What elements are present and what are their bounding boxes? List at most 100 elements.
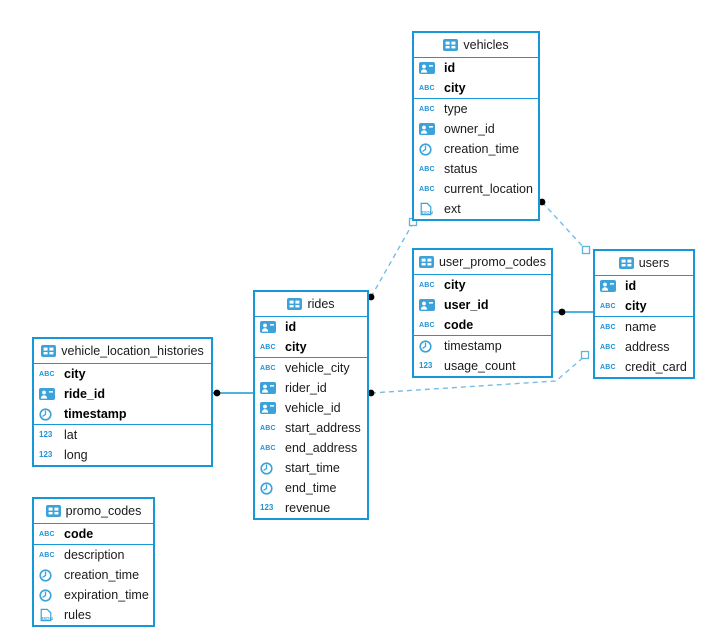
table-grid-icon: [41, 345, 57, 357]
field-row[interactable]: owner_id: [414, 119, 538, 139]
field-row[interactable]: end_time: [255, 478, 367, 498]
relation-endpoint-dot: [367, 389, 375, 397]
relation-line[interactable]: [370, 355, 586, 394]
field-name: type: [444, 102, 468, 116]
field-name: start_time: [285, 461, 340, 475]
field-row[interactable]: ABC credit_card: [595, 357, 693, 377]
field-name: city: [444, 278, 466, 292]
number-123-icon: 123: [419, 361, 433, 370]
field-name: id: [285, 320, 297, 334]
field-row[interactable]: id: [255, 317, 367, 337]
relation-rides-vehicles[interactable]: [367, 217, 418, 301]
field-row[interactable]: id: [595, 276, 693, 296]
field-row[interactable]: rider_id: [255, 378, 367, 398]
field-row[interactable]: ride_id: [34, 384, 211, 404]
field-row[interactable]: ABC type: [414, 99, 538, 119]
table-title: vehicles: [463, 38, 509, 52]
field-row[interactable]: ABC status: [414, 159, 538, 179]
field-row[interactable]: expiration_time: [34, 585, 153, 605]
abc-text-icon: ABC: [419, 105, 435, 113]
json-icon: JSON: [39, 608, 59, 622]
table-header[interactable]: vehicle_location_histories: [34, 339, 211, 364]
field-row[interactable]: timestamp: [414, 336, 551, 356]
field-row[interactable]: ABC city: [255, 337, 367, 357]
relation-endpoint-dot: [213, 389, 221, 397]
field-row[interactable]: start_time: [255, 458, 367, 478]
relation-user_promo_codes-users[interactable]: [553, 308, 593, 316]
relation-vehicles-users[interactable]: [538, 198, 591, 255]
field-row[interactable]: id: [414, 58, 538, 78]
field-row[interactable]: user_id: [414, 295, 551, 315]
relation-line[interactable]: [541, 201, 587, 251]
abc-text-icon: ABC: [419, 84, 435, 92]
relation-line[interactable]: [370, 222, 414, 298]
person-id-icon: [260, 402, 280, 414]
abc-text-icon: ABC: [600, 363, 616, 371]
relation-rides-users[interactable]: [367, 350, 590, 397]
number-123-icon: 123: [39, 430, 53, 439]
table-header[interactable]: promo_codes: [34, 499, 153, 524]
field-name: status: [444, 162, 478, 176]
field-name: city: [285, 340, 307, 354]
table-header[interactable]: rides: [255, 292, 367, 317]
field-name: revenue: [285, 501, 331, 515]
clock-icon: [419, 142, 439, 156]
abc-text-icon: ABC: [419, 165, 435, 173]
field-name: owner_id: [444, 122, 495, 136]
clock-icon: [39, 568, 59, 582]
field-row[interactable]: creation_time: [414, 139, 538, 159]
table-title: rides: [307, 297, 335, 311]
table-header[interactable]: users: [595, 251, 693, 276]
field-row[interactable]: timestamp: [34, 404, 211, 424]
field-name: expiration_time: [64, 588, 149, 602]
table-header[interactable]: vehicles: [414, 33, 538, 58]
abc-text-icon: ABC: [600, 343, 616, 351]
field-name: city: [625, 299, 647, 313]
field-row[interactable]: creation_time: [34, 565, 153, 585]
field-name: user_id: [444, 298, 489, 312]
field-name: creation_time: [64, 568, 140, 582]
field-row[interactable]: vehicle_id: [255, 398, 367, 418]
field-name: creation_time: [444, 142, 520, 156]
relation-vehicle_location_histories-rides[interactable]: [213, 389, 253, 397]
abc-text-icon: ABC: [260, 343, 276, 351]
field-name: credit_card: [625, 360, 687, 374]
table-header[interactable]: user_promo_codes: [414, 250, 551, 275]
json-icon: JSON: [419, 202, 439, 216]
field-name: name: [625, 320, 657, 334]
field-name: id: [444, 61, 456, 75]
field-name: code: [444, 318, 474, 332]
